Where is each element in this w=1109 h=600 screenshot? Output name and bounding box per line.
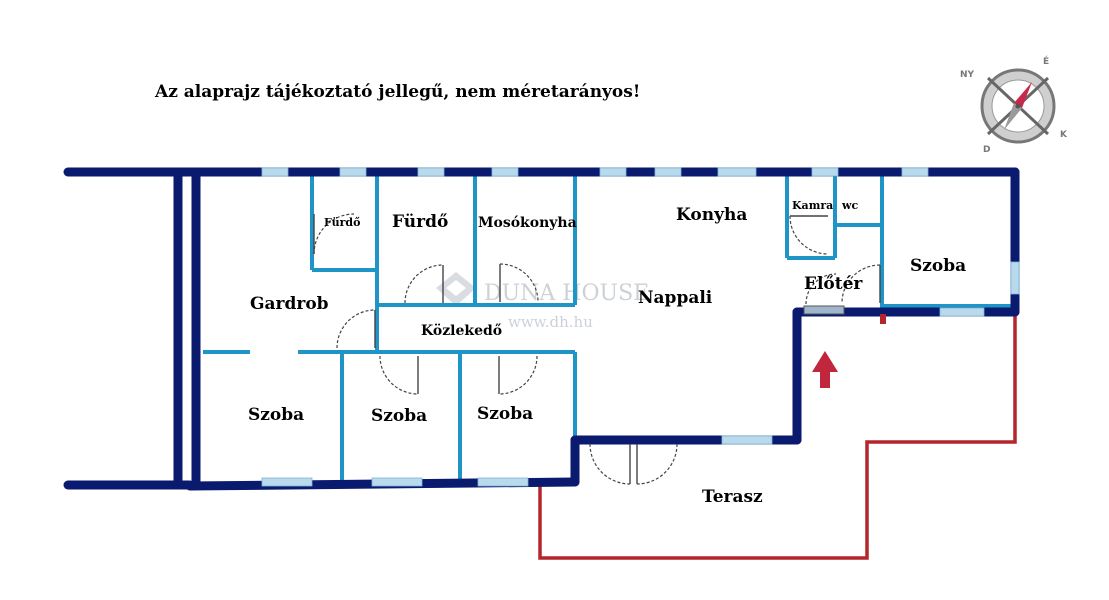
room-label-kamra: Kamra: [792, 199, 833, 212]
room-label-szoba-right: Szoba: [910, 256, 966, 276]
room-label-nappali: Nappali: [638, 288, 713, 308]
room-label-furdo-large: Fürdő: [392, 212, 448, 232]
windows: [261, 167, 1020, 487]
watermark-brand: DUNA HOUSE: [484, 281, 649, 306]
room-label-terasz: Terasz: [702, 487, 763, 507]
room-label-wc: wc: [841, 199, 858, 212]
compass-d: D: [983, 145, 990, 155]
room-label-szoba-2: Szoba: [371, 406, 427, 426]
room-label-szoba-1: Szoba: [248, 405, 304, 425]
room-label-konyha: Konyha: [676, 205, 747, 225]
exterior-walls: [63, 167, 1020, 491]
compass-e: É: [1043, 55, 1049, 67]
interior-walls: [203, 176, 1015, 482]
compass-ny: NY: [960, 70, 975, 80]
doors: [313, 213, 886, 485]
terrace-outline: [538, 316, 1017, 560]
compass-k: K: [1060, 130, 1068, 140]
room-label-kozlekedo: Közlekedő: [421, 323, 502, 339]
entrance-arrow-icon: [812, 351, 838, 388]
watermark: DUNA HOUSE www.dh.hu: [436, 272, 649, 331]
room-label-mosokonyha: Mosókonyha: [478, 215, 577, 231]
room-label-furdo-small: Fürdő: [324, 216, 360, 229]
room-label-gardrob: Gardrob: [250, 294, 329, 314]
scale-notice: Az alaprajz tájékoztató jellegű, nem mér…: [154, 82, 640, 102]
watermark-url: www.dh.hu: [508, 313, 593, 331]
room-label-szoba-3: Szoba: [477, 404, 533, 424]
compass-rose-icon: NY É D K: [960, 55, 1068, 155]
room-label-eloter: Előtér: [804, 274, 863, 294]
